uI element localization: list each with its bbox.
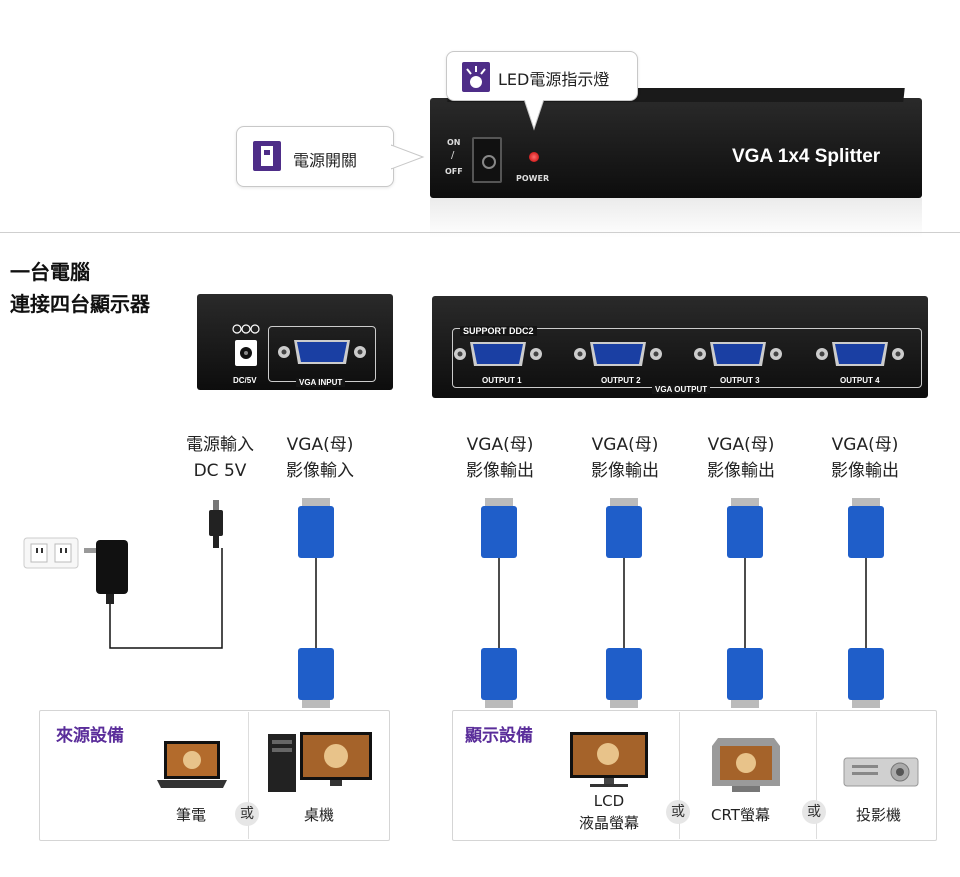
desktop-label: 桌機 — [304, 806, 335, 824]
caption-vga-in-line1: VGA(母) — [286, 435, 354, 455]
or-badge-source: 或 — [235, 802, 259, 826]
callout-switch-pointer — [391, 144, 425, 170]
desktop-icon — [268, 732, 372, 792]
vga-cable-output-4 — [848, 498, 884, 708]
caption-vga-out-2-line2: 影像輸出 — [591, 461, 659, 481]
vga-output-port-2-icon[interactable] — [572, 340, 664, 368]
vga-input-port-icon[interactable] — [276, 338, 368, 366]
vga-output-port-1-icon[interactable] — [452, 340, 544, 368]
callout-led-pointer — [523, 99, 545, 131]
caption-vga-out-1: VGA(母) 影像輸出 — [450, 432, 550, 484]
output-4-label: OUTPUT 4 — [840, 376, 880, 385]
vga-cable-output-1 — [481, 498, 517, 708]
polarity-icon — [232, 324, 260, 334]
power-adapter-icon — [84, 540, 223, 649]
dc-label: DC/5V — [233, 376, 257, 385]
display-box-title: 顯示設備 — [465, 726, 533, 746]
callout-switch-text: 電源開關 — [293, 151, 358, 170]
vga-output-port-3-icon[interactable] — [692, 340, 784, 368]
caption-vga-in-line2: 影像輸入 — [286, 461, 354, 481]
cables-illustration — [23, 498, 884, 708]
caption-vga-out-4: VGA(母) 影像輸出 — [815, 432, 915, 484]
headline-line2: 連接四台顯示器 — [10, 292, 150, 316]
dc-plug-icon — [209, 500, 223, 548]
switch-off-label: OFF — [445, 167, 463, 176]
dc-jack-icon — [235, 340, 257, 366]
or-badge-display-2: 或 — [802, 800, 826, 824]
display-box-divider-2 — [816, 712, 817, 839]
section-divider — [0, 232, 960, 233]
lcd-label-line1: LCD — [593, 792, 625, 810]
power-label: POWER — [516, 174, 550, 183]
power-switch[interactable] — [472, 137, 502, 183]
caption-vga-out-4-line1: VGA(母) — [831, 435, 899, 455]
source-box-title: 來源設備 — [56, 726, 124, 746]
headline-line1: 一台電腦 — [10, 260, 90, 284]
vga-cable-output-2 — [606, 498, 642, 708]
caption-vga-out-3-line1: VGA(母) — [707, 435, 775, 455]
callout-led-text: LED電源指示燈 — [498, 70, 610, 89]
support-ddc-label: SUPPORT DDC2 — [460, 326, 537, 336]
switch-slash: / — [451, 150, 455, 161]
output-1-label: OUTPUT 1 — [482, 376, 522, 385]
lcd-label: LCD 液晶螢幕 — [568, 790, 650, 834]
device-title: VGA 1x4 Splitter — [732, 146, 881, 167]
switch-on-label: ON — [447, 138, 461, 147]
or-badge-display-1: 或 — [666, 800, 690, 824]
caption-power-in-line2: DC 5V — [193, 461, 247, 481]
crt-monitor-icon — [712, 738, 780, 792]
led-icon — [462, 62, 490, 92]
source-box-divider — [248, 712, 249, 839]
projector-label: 投影機 — [856, 806, 902, 824]
caption-vga-in: VGA(母) 影像輸入 — [272, 432, 368, 484]
wall-outlet-icon — [23, 537, 79, 569]
power-led-icon — [529, 152, 539, 162]
callout-switch: 電源開關 — [236, 126, 394, 187]
vga-output-port-4-icon[interactable] — [814, 340, 906, 368]
vga-cable-input — [298, 498, 334, 708]
display-box-divider-1 — [679, 712, 680, 839]
caption-vga-out-4-line2: 影像輸出 — [831, 461, 899, 481]
laptop-label: 筆電 — [176, 806, 207, 824]
caption-vga-out-3: VGA(母) 影像輸出 — [691, 432, 791, 484]
output-3-label: OUTPUT 3 — [720, 376, 760, 385]
caption-vga-out-2: VGA(母) 影像輸出 — [575, 432, 675, 484]
projector-icon — [843, 757, 919, 787]
caption-vga-out-1-line1: VGA(母) — [466, 435, 534, 455]
splitter-front-panel — [430, 88, 922, 238]
vga-output-label: VGA OUTPUT — [652, 385, 711, 394]
vga-cable-output-3 — [727, 498, 763, 708]
laptop-icon — [157, 741, 227, 788]
caption-vga-out-3-line2: 影像輸出 — [707, 461, 775, 481]
callout-led: LED電源指示燈 — [446, 51, 638, 101]
lcd-monitor-icon — [570, 732, 648, 787]
crt-label: CRT螢幕 — [711, 806, 770, 824]
vga-input-label: VGA INPUT — [296, 378, 346, 387]
switch-icon — [253, 141, 281, 171]
caption-vga-out-1-line2: 影像輸出 — [466, 461, 534, 481]
output-2-label: OUTPUT 2 — [601, 376, 641, 385]
caption-vga-out-2-line1: VGA(母) — [591, 435, 659, 455]
caption-power-in: 電源輸入 DC 5V — [170, 432, 270, 484]
lcd-label-line2: 液晶螢幕 — [578, 814, 639, 832]
caption-power-in-line1: 電源輸入 — [186, 435, 254, 455]
